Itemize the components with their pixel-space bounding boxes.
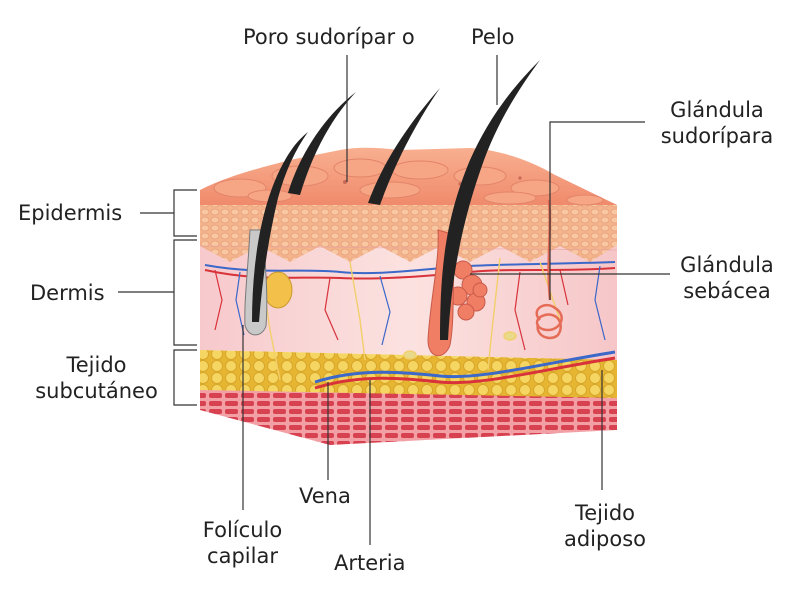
label-vena: Vena [299, 484, 351, 508]
artery-lower [314, 356, 616, 390]
label-tejido-subcutaneo: Tejido subcutáneo [35, 353, 158, 403]
left-hair-follicle [244, 132, 308, 336]
hair-2 [288, 92, 356, 195]
skin-block [199, 147, 618, 445]
label-epidermis: Epidermis [18, 201, 123, 225]
leader-lines [242, 55, 670, 545]
label-foliculo-capilar: Folículo capilar [202, 518, 283, 568]
label-tejido-adiposo: Tejido adiposo [563, 501, 646, 551]
sebaceous-gland [448, 260, 488, 321]
sudoripara-line [549, 121, 645, 300]
hair-3 [368, 88, 440, 205]
label-glandula-sebacea: Glándula sebácea [680, 253, 774, 303]
main-hair [440, 60, 540, 340]
label-arteria: Arteria [334, 551, 406, 575]
epidermis-bracket [173, 189, 197, 237]
nerves [259, 257, 561, 381]
dermis-layer [200, 230, 617, 360]
left-gland [263, 271, 293, 309]
muscle-layer [200, 390, 617, 445]
left-hair [252, 132, 308, 322]
dermis-bracket [173, 239, 197, 346]
label-dermis: Dermis [30, 281, 105, 305]
fat-layer [200, 350, 617, 400]
layer-brackets [118, 189, 197, 406]
main-hair-follicle [427, 60, 540, 357]
label-glandula-sudoripara: Glándula sudorípara [660, 98, 774, 148]
vein-lower [314, 350, 616, 384]
subcutaneous-bracket [173, 349, 197, 406]
blood-vessels [204, 261, 616, 390]
label-poro-sudoriparo: Poro sudorípar o [243, 25, 415, 49]
label-pelo: Pelo [471, 25, 515, 49]
